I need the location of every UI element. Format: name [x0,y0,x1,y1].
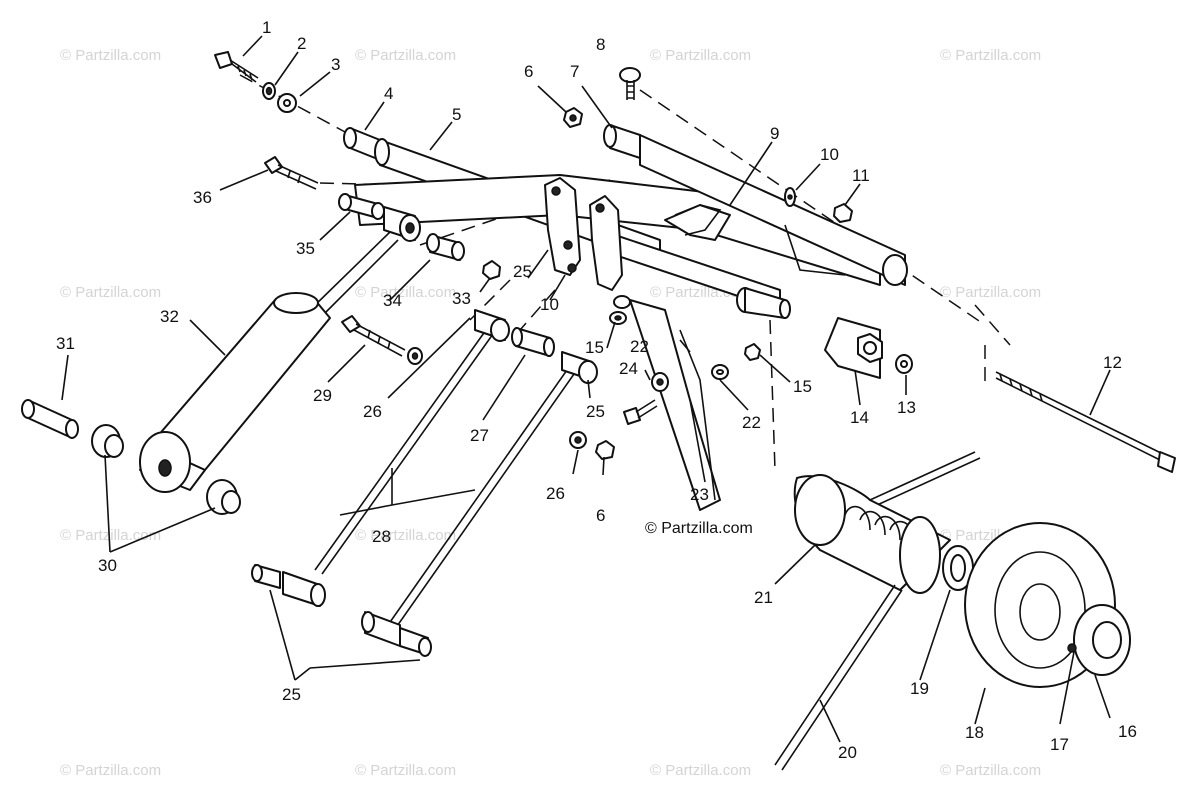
watermark: © Partzilla.com [650,762,751,779]
watermark: © Partzilla.com [940,762,1041,779]
callout-10-center: 10 [540,295,559,314]
tie-rods [251,309,598,657]
mounting-brackets [544,177,731,511]
callout-17: 17 [1050,735,1069,754]
watermark: © Partzilla.com [60,284,161,301]
callout-19: 19 [910,679,929,698]
callout-10-right: 10 [820,145,839,164]
callout-1: 1 [262,18,271,37]
watermark: © Partzilla.com [940,47,1041,64]
copyright-label: © Partzilla.com [645,520,753,537]
callout-4: 4 [384,84,393,103]
callout-12: 12 [1103,353,1122,372]
callout-33: 33 [452,289,471,308]
watermark: © Partzilla.com [60,47,161,64]
callout-34: 34 [383,291,402,310]
callout-6-bottom: 6 [596,506,605,525]
callout-32: 32 [160,307,179,326]
callout-labels: 1 2 3 4 5 6 7 8 9 10 11 12 13 14 15 15 1… [56,18,1137,762]
callout-6-top: 6 [524,62,533,81]
callout-23: 23 [690,485,709,504]
callout-25-top: 25 [513,262,532,281]
callout-25-mid: 25 [586,402,605,421]
callout-30: 30 [98,556,117,575]
callout-18: 18 [965,723,984,742]
callout-2: 2 [297,34,306,53]
watermark: © Partzilla.com [355,47,456,64]
callout-29: 29 [313,386,332,405]
callout-35: 35 [296,239,315,258]
watermark: © Partzilla.com [355,527,456,544]
rear-arm-frame [354,124,908,286]
callout-3: 3 [331,55,340,74]
hardware [214,51,1176,473]
callout-20: 20 [838,743,857,762]
callout-11: 11 [852,166,870,185]
callout-28: 28 [372,527,391,546]
callout-15-right: 15 [793,377,812,396]
idler-wheel-assembly [774,451,1131,771]
watermark: © Partzilla.com [60,762,161,779]
watermark: © Partzilla.com [60,527,161,544]
callout-22-left: 22 [630,337,649,356]
callout-13: 13 [897,398,916,417]
callout-21: 21 [754,588,773,607]
callout-14: 14 [850,408,869,427]
callout-31: 31 [56,334,75,353]
callout-24: 24 [619,359,638,378]
watermark: © Partzilla.com [355,762,456,779]
watermark: © Partzilla.com [940,284,1041,301]
shock-absorber [21,193,465,515]
callout-5: 5 [452,105,461,124]
callout-26-bottom: 26 [546,484,565,503]
callout-27: 27 [470,426,489,445]
callout-9: 9 [770,124,779,143]
callout-26-left: 26 [363,402,382,421]
callout-7: 7 [570,62,579,81]
callout-16: 16 [1118,722,1137,741]
watermark: © Partzilla.com [355,284,456,301]
callout-15-center: 15 [585,338,604,357]
leader-lines [61,35,1111,743]
callout-22-right: 22 [742,413,761,432]
callout-36: 36 [193,188,212,207]
callout-25-bottom: 25 [282,685,301,704]
watermark: © Partzilla.com [650,47,751,64]
callout-8: 8 [596,35,605,54]
